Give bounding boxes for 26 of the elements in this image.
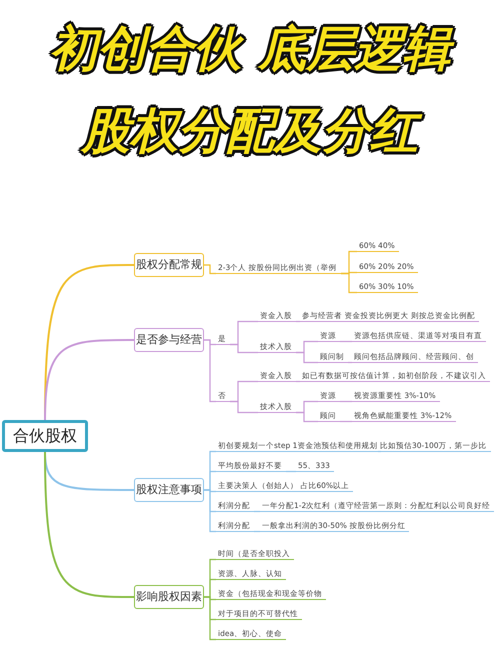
branch-line [44, 339, 134, 420]
branch-line [254, 530, 260, 532]
branch-line [340, 400, 352, 402]
branch-line [348, 362, 352, 364]
title: 初创合伙 底层逻辑股权分配及分红 [40, 8, 460, 172]
branch-line [230, 400, 258, 414]
branch-topic-box: 股权分配常规 [134, 253, 204, 277]
branch-line [340, 340, 352, 342]
branch-topic-box: 是否参与经营 [134, 328, 204, 352]
branch-topic-box: 股权注意事项 [134, 478, 204, 502]
branch-line [286, 470, 296, 472]
root-topic-box: 合伙股权 [2, 420, 88, 452]
branch-line [296, 380, 300, 382]
branch-line [204, 596, 216, 640]
branch-line [44, 452, 134, 598]
branch-topic-box: 影响股权因素 [134, 585, 204, 609]
branch-line [296, 412, 318, 422]
branch-line [340, 420, 352, 422]
branch-line [204, 264, 216, 274]
branch-line [296, 352, 318, 364]
branch-line [230, 344, 258, 354]
branch-line [296, 320, 300, 322]
branch-line [254, 510, 260, 512]
branch-line [204, 489, 216, 532]
branch-line [204, 339, 216, 402]
branch-line [341, 272, 357, 294]
